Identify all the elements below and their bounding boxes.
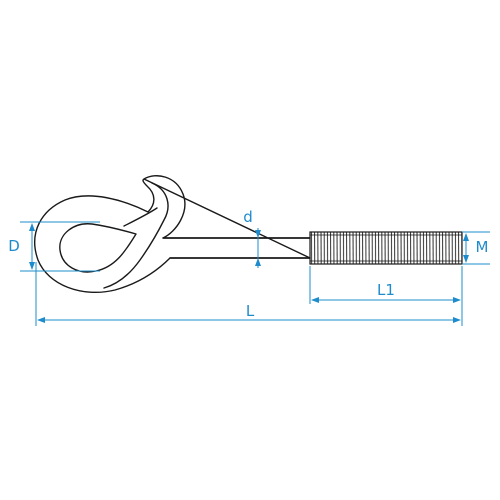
threaded-section [309, 231, 463, 265]
eye-diameter-arrow-top [29, 223, 35, 231]
hook-curl-inner-edge [103, 182, 169, 289]
label-eye-diameter: D [8, 237, 20, 255]
hook-wire-lower-edge [123, 207, 158, 227]
eye-outer-contour [34, 175, 311, 294]
total-length-arrow-right [453, 317, 461, 323]
eye-inner-contour [59, 223, 137, 273]
eye-diameter-arrow-bottom [29, 262, 35, 270]
total-length-arrow-left [37, 317, 45, 323]
shank-diameter-arrow-top [255, 230, 261, 238]
shank-diameter-arrow-bottom [255, 258, 261, 266]
label-total-length: L [246, 302, 255, 320]
label-thread-length: L1 [377, 281, 395, 299]
thread-size-arrow-top [463, 233, 469, 241]
label-thread-size: M [476, 238, 489, 256]
thread-size-arrow-bottom [463, 255, 469, 263]
hook-bolt-outline [34, 175, 311, 294]
thread-length-arrow-left [311, 297, 319, 303]
label-shank-diameter: d [243, 208, 253, 226]
dimension-arrowheads [29, 223, 469, 323]
dimension-labels: D d M L1 L [8, 208, 488, 320]
thread-length-arrow-right [453, 297, 461, 303]
